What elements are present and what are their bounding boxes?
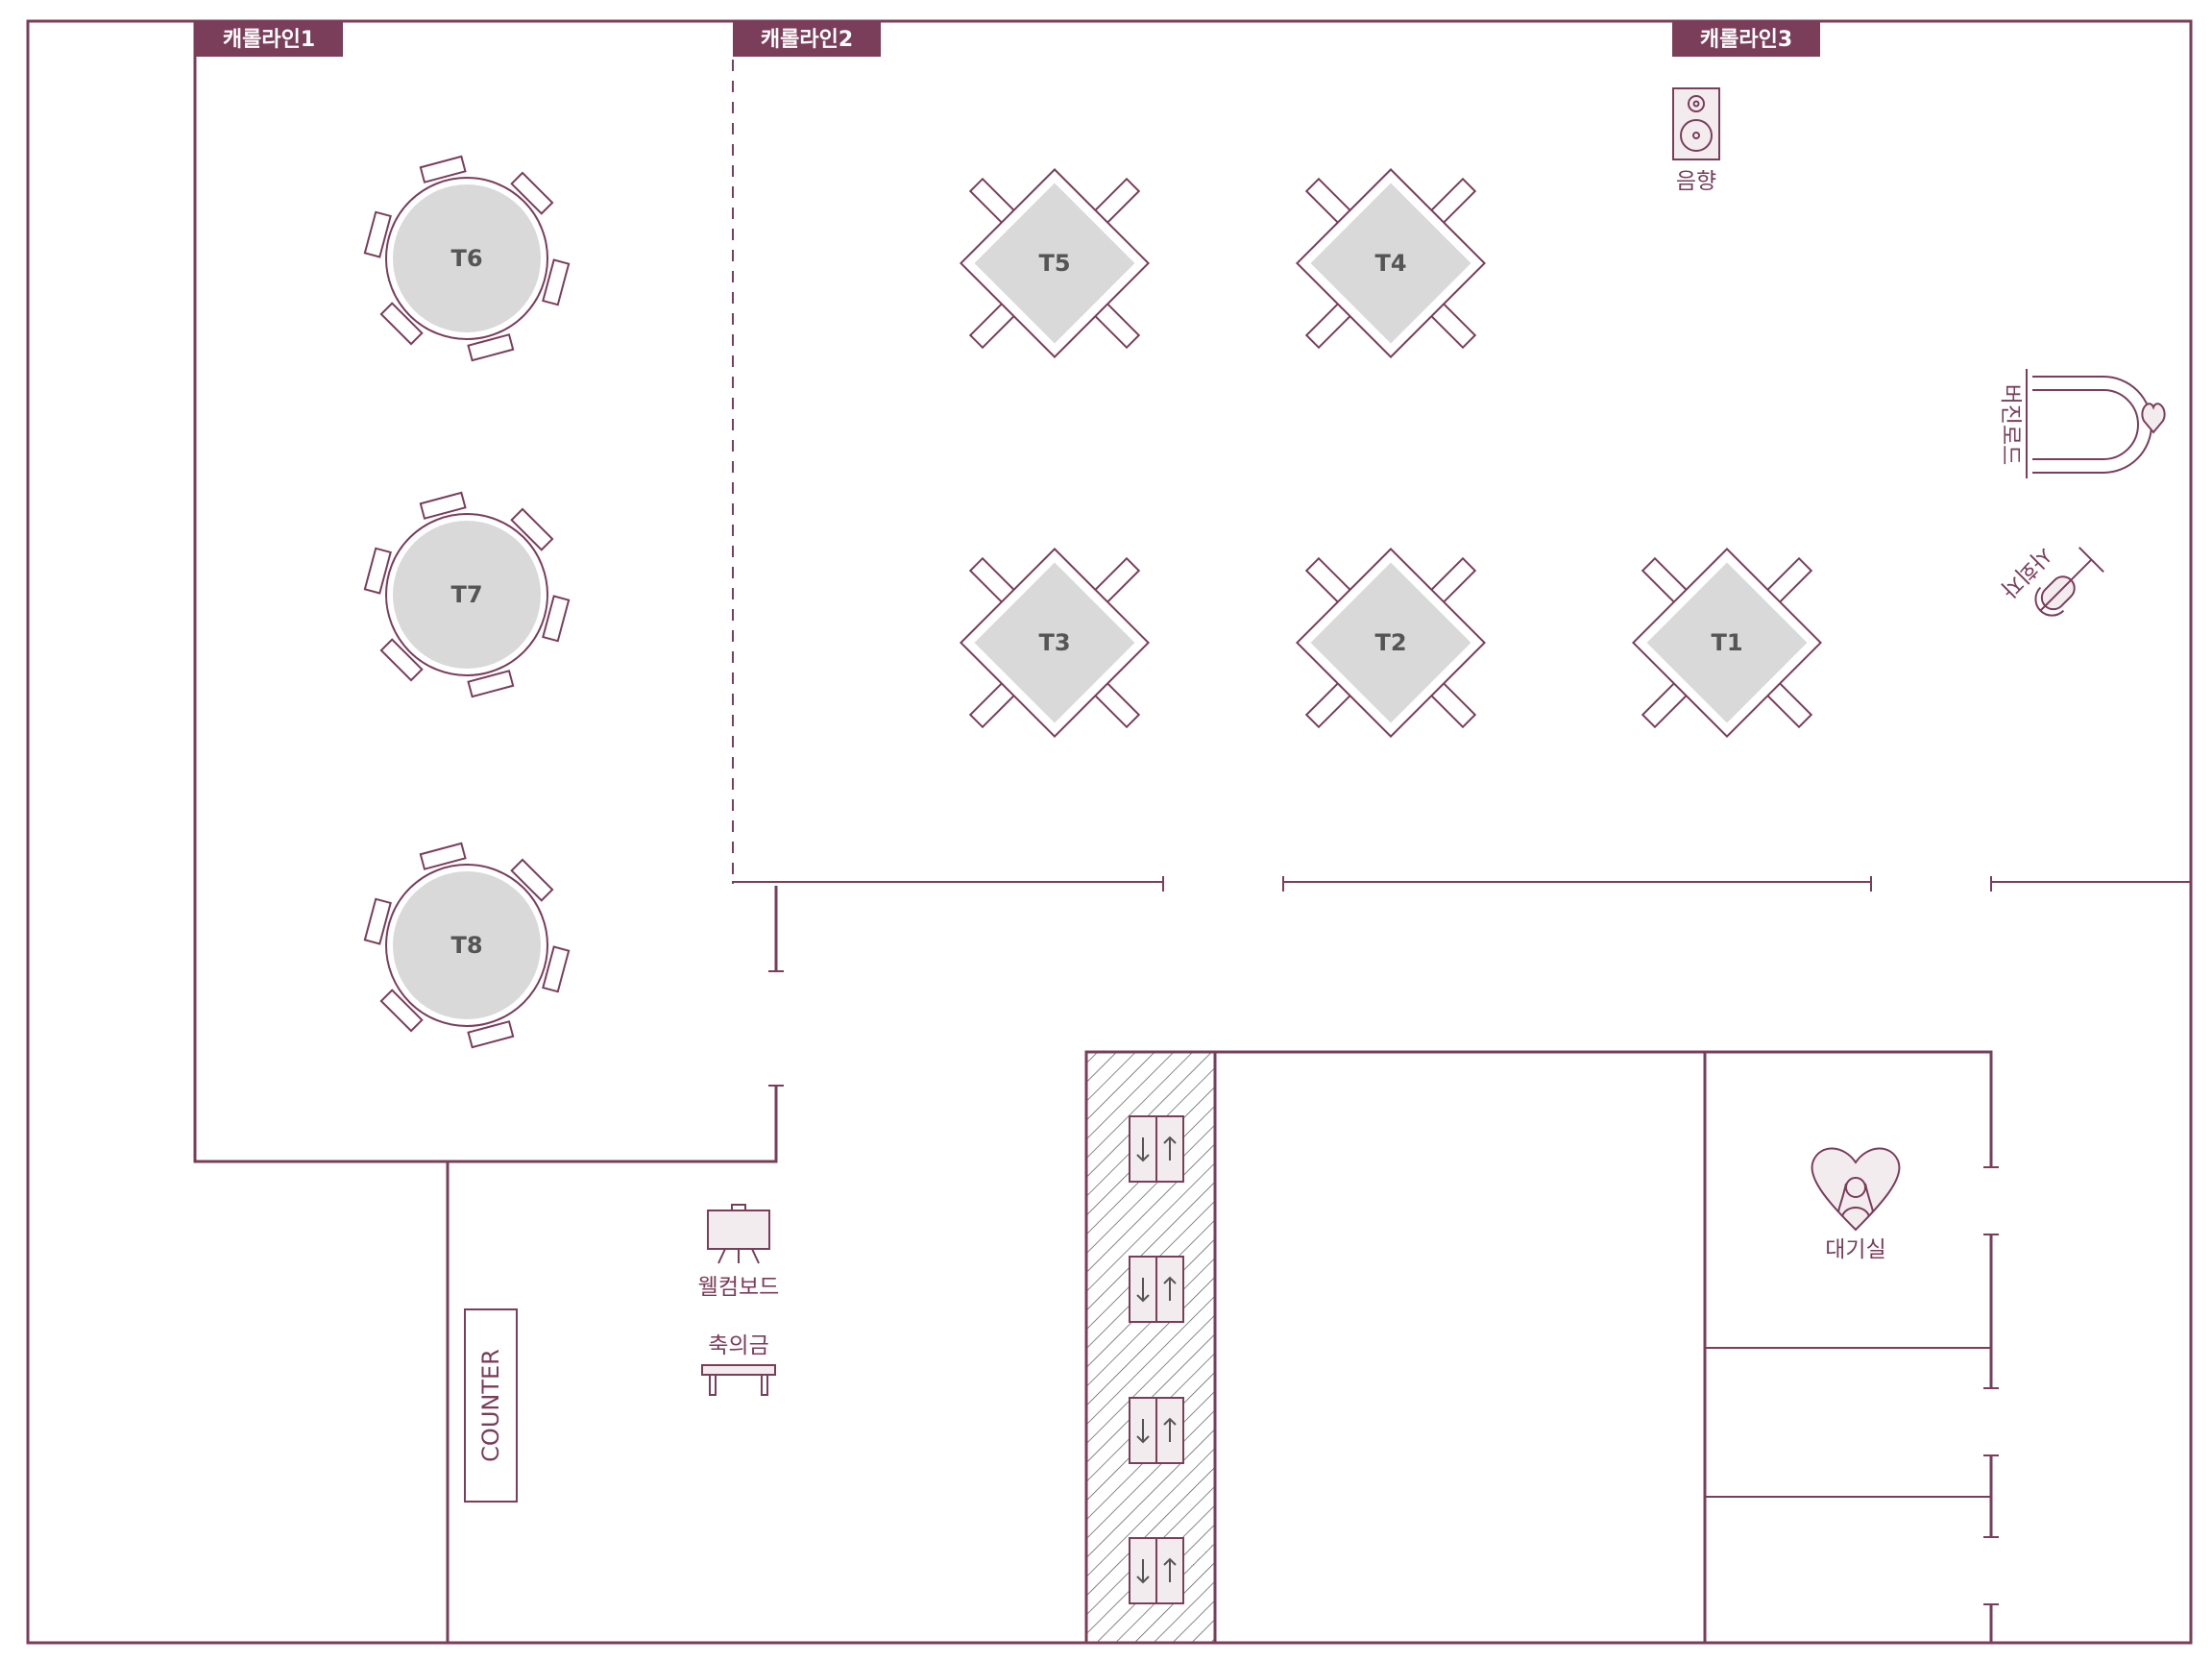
chair	[363, 547, 392, 595]
arrow-up-icon	[1163, 1417, 1177, 1442]
speaker: 음향	[1672, 87, 1720, 194]
arrow-down-icon	[1136, 1137, 1150, 1162]
welcome-board-label: 웰컴보드	[698, 1275, 780, 1300]
speaker-label: 음향	[1676, 169, 1716, 194]
table-icon	[701, 1364, 776, 1396]
carol1-tag: 캐롤라인1	[223, 28, 315, 52]
table-top	[393, 871, 541, 1019]
arrow-down-icon	[1136, 1419, 1150, 1444]
hall-south-wall-1	[732, 881, 1163, 884]
gift-table: 축의금	[701, 1333, 776, 1396]
arch: 버진로드	[1998, 369, 2166, 478]
table-t1: T1	[1632, 548, 1822, 738]
chair	[379, 989, 424, 1033]
table-label: T8	[450, 932, 482, 959]
chair	[467, 333, 515, 362]
welcome-board: 웰컴보드	[698, 1204, 780, 1300]
table-t8: T8	[363, 842, 571, 1049]
arrow-up-icon	[1163, 1557, 1177, 1582]
table-t7: T7	[363, 491, 571, 698]
table-label: T4	[1374, 250, 1406, 277]
table-label: T7	[450, 581, 482, 608]
chair	[379, 638, 424, 682]
elevator-icon	[1129, 1397, 1184, 1464]
chair	[510, 171, 554, 215]
table-top	[393, 521, 541, 669]
chair	[510, 507, 554, 551]
arch-label: 버진로드	[1998, 384, 2023, 466]
speaker-icon	[1672, 87, 1720, 160]
arrow-down-icon	[1136, 1559, 1150, 1584]
table-label: T2	[1374, 629, 1406, 656]
zone-tags: 캐롤라인1 캐롤라인2 캐롤라인3	[195, 21, 1820, 57]
table-t4: T4	[1296, 168, 1486, 358]
chair	[510, 858, 554, 902]
carol1-wall	[193, 21, 778, 1163]
officiant: 사회자	[1995, 541, 2104, 617]
bride-heart-icon	[1811, 1147, 1901, 1232]
carol2-tag: 캐롤라인2	[761, 28, 853, 52]
table-t6: T6	[363, 155, 571, 362]
easel-icon	[707, 1204, 770, 1264]
chair	[419, 842, 467, 870]
table-top	[393, 184, 541, 332]
counter: COUNTER	[464, 1308, 518, 1503]
arrow-down-icon	[1136, 1278, 1150, 1303]
arrow-up-icon	[1163, 1136, 1177, 1161]
chair	[467, 670, 515, 698]
microphone-icon	[2034, 547, 2104, 617]
chair	[542, 595, 571, 643]
table-t5: T5	[960, 168, 1150, 358]
chair	[467, 1020, 515, 1049]
counter-label: COUNTER	[477, 1349, 504, 1462]
elevator-icon	[1129, 1537, 1184, 1604]
elevators	[1129, 1115, 1184, 1604]
table-label: T3	[1038, 629, 1070, 656]
chair	[542, 945, 571, 993]
arrow-up-icon	[1163, 1276, 1177, 1301]
carol2-tag-bg	[733, 21, 881, 57]
gift-table-label: 축의금	[708, 1333, 768, 1358]
counter-box	[464, 1308, 518, 1503]
chair	[363, 897, 392, 945]
table-label: T5	[1038, 250, 1070, 277]
chair	[379, 302, 424, 346]
chair	[363, 210, 392, 258]
carol1-tag-bg	[195, 21, 343, 57]
table-t3: T3	[960, 548, 1150, 738]
chair	[419, 491, 467, 520]
chair	[542, 258, 571, 306]
carol3-tag-bg	[1672, 21, 1820, 57]
elevator-icon	[1129, 1115, 1184, 1183]
elevator-icon	[1129, 1256, 1184, 1323]
carol3-tag: 캐롤라인3	[1700, 28, 1792, 52]
table-label: T6	[450, 245, 482, 272]
heart-arch-icon	[2026, 369, 2166, 478]
chair	[419, 155, 467, 183]
table-label: T1	[1711, 629, 1742, 656]
table-t2: T2	[1296, 548, 1486, 738]
bridal-room: 대기실	[1811, 1147, 1901, 1262]
bridal-room-label: 대기실	[1825, 1237, 1885, 1262]
